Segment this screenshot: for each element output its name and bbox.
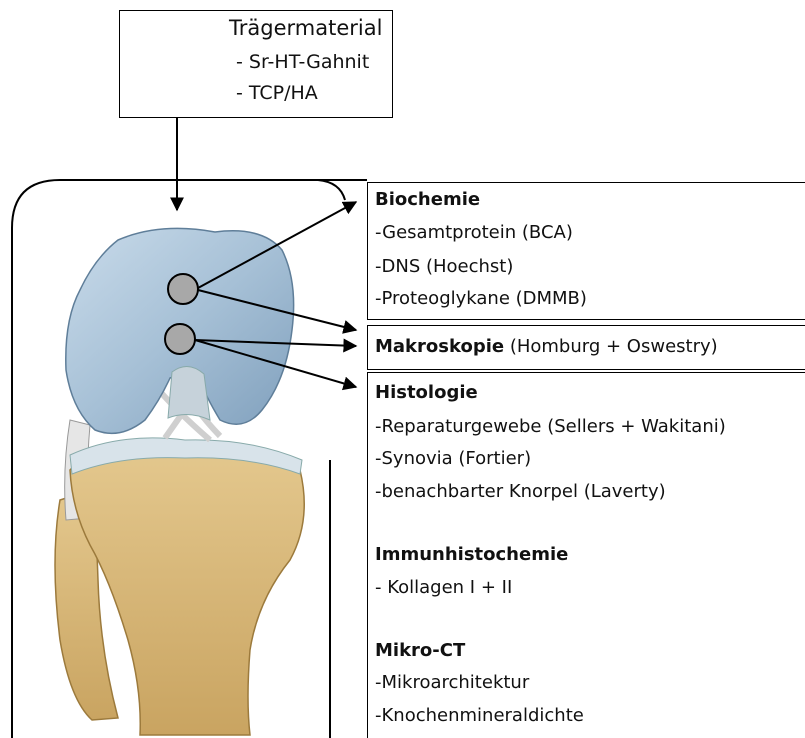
carrier-material-item: - TCP/HA bbox=[236, 82, 318, 104]
knee-illustration bbox=[55, 228, 304, 735]
histology-title: Histologie bbox=[375, 382, 478, 403]
biochemistry-item: -Gesamtprotein (BCA) bbox=[375, 222, 573, 243]
macroscopy-detail: (Homburg + Oswestry) bbox=[504, 336, 718, 357]
macroscopy-title: Makroskopie bbox=[375, 336, 504, 357]
micro-ct-item: -Mikroarchitektur bbox=[375, 672, 529, 693]
histology-item: -Synovia (Fortier) bbox=[375, 448, 531, 469]
defect-site-lower bbox=[165, 324, 195, 354]
intercondylar-notch bbox=[168, 366, 210, 420]
defect-site-upper bbox=[168, 274, 198, 304]
immunohistochemistry-title: Immunhistochemie bbox=[375, 544, 568, 565]
biochemistry-item: -Proteoglykane (DMMB) bbox=[375, 288, 587, 309]
macroscopy-line: Makroskopie (Homburg + Oswestry) bbox=[375, 336, 718, 357]
histology-item: -benachbarter Knorpel (Laverty) bbox=[375, 481, 666, 502]
knee-frame-top-right bbox=[318, 180, 345, 200]
carrier-material-item: - Sr-HT-Gahnit bbox=[236, 51, 369, 73]
histology-item: -Reparaturgewebe (Sellers + Wakitani) bbox=[375, 416, 726, 437]
biochemistry-title: Biochemie bbox=[375, 189, 480, 210]
biochemistry-item: -DNS (Hoechst) bbox=[375, 256, 513, 277]
micro-ct-item: -Knochenmineraldichte bbox=[375, 705, 584, 726]
micro-ct-title: Mikro-CT bbox=[375, 640, 465, 661]
carrier-material-title: Trägermaterial bbox=[229, 16, 382, 40]
immunohistochemistry-item: - Kollagen I + II bbox=[375, 577, 512, 598]
